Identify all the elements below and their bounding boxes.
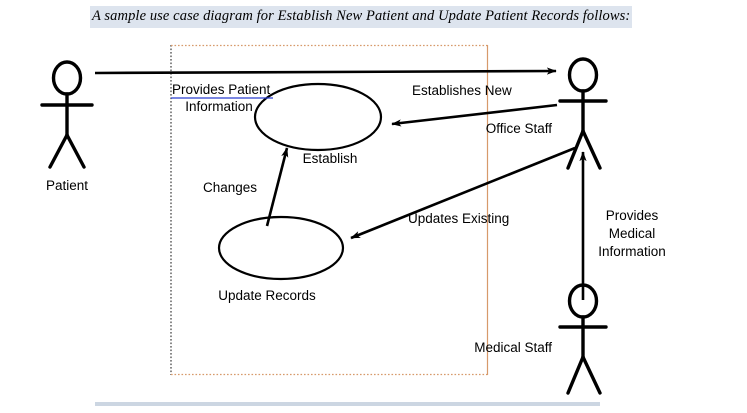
patient-head-icon bbox=[51, 60, 83, 96]
connector-line-establishes-new bbox=[391, 103, 558, 127]
connector-line-provides-patient-information bbox=[94, 67, 557, 75]
connector-label-provides-medical-line3: Information bbox=[598, 244, 666, 259]
actor-office-staff[interactable]: Office Staff bbox=[486, 57, 608, 170]
page-caption: A sample use case diagram for Establish … bbox=[90, 6, 633, 28]
actor-patient[interactable]: Patient bbox=[40, 60, 94, 193]
office-staff-leg-left bbox=[566, 129, 585, 170]
connector-provides-patient-information[interactable]: Provides Patient Information bbox=[94, 67, 557, 114]
connector-line-updates-existing bbox=[350, 146, 576, 240]
connector-label-provides-medical-line1: Provides bbox=[606, 208, 659, 223]
use-case-update-records[interactable]: Update Records bbox=[217, 215, 345, 303]
actor-label-office-staff: Office Staff bbox=[486, 121, 553, 136]
actor-label-medical-staff: Medical Staff bbox=[474, 340, 552, 355]
medical-staff-leg-right bbox=[581, 355, 602, 395]
bottom-divider-rule bbox=[95, 402, 600, 406]
connector-provides-medical-information[interactable]: Provides Medical Information bbox=[579, 151, 666, 300]
connector-changes[interactable]: Changes bbox=[203, 147, 289, 227]
connector-label-provides-patient-line1: Provides Patient bbox=[172, 82, 271, 97]
connector-label-provides-patient-line2: Information bbox=[185, 99, 253, 114]
office-staff-head-icon bbox=[567, 57, 599, 93]
connector-updates-existing[interactable]: Updates Existing bbox=[350, 146, 576, 240]
actor-medical-staff[interactable]: Medical Staff bbox=[474, 283, 608, 395]
actor-label-patient: Patient bbox=[46, 178, 88, 193]
use-case-label-establish: Establish bbox=[303, 151, 358, 166]
patient-leg-right bbox=[65, 133, 86, 169]
medical-staff-leg-left bbox=[566, 355, 585, 395]
connector-establishes-new[interactable]: Establishes New bbox=[391, 83, 558, 127]
office-staff-leg-right bbox=[581, 129, 602, 170]
use-case-establish-ellipse bbox=[253, 82, 383, 152]
connector-label-changes: Changes bbox=[203, 180, 257, 195]
connector-label-establishes-new: Establishes New bbox=[412, 83, 512, 98]
use-case-establish[interactable]: Establish bbox=[253, 82, 383, 166]
connector-label-updates-existing: Updates Existing bbox=[408, 211, 509, 226]
connector-line-changes bbox=[265, 147, 289, 227]
use-case-label-update-records: Update Records bbox=[218, 288, 316, 303]
connector-label-provides-medical-line2: Medical bbox=[609, 226, 656, 241]
patient-leg-left bbox=[48, 133, 69, 169]
use-case-update-records-ellipse bbox=[217, 215, 345, 281]
caption-bar: A sample use case diagram for Establish … bbox=[0, 0, 747, 34]
system-boundary bbox=[170, 44, 489, 376]
